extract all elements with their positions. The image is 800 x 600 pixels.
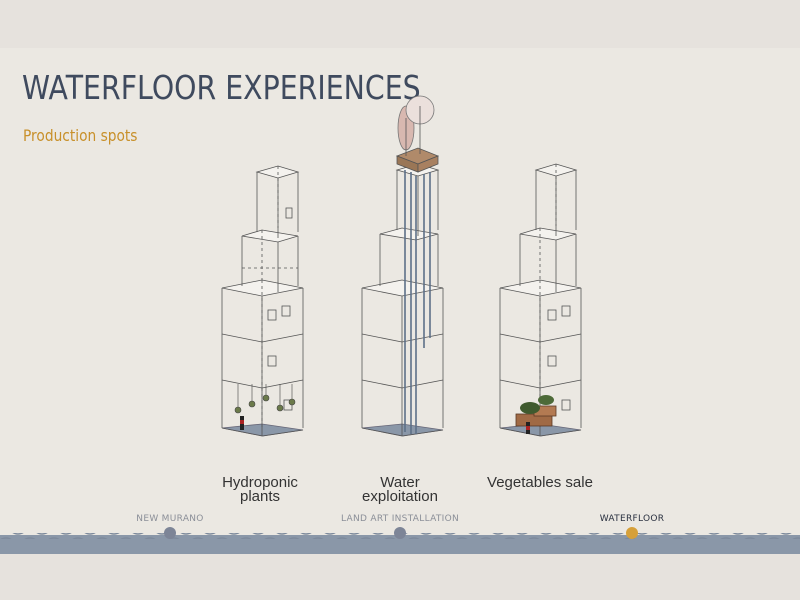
nav-dot-new-murano[interactable] <box>164 527 176 539</box>
caption-vegetables: Vegetables sale <box>487 474 593 491</box>
nav-dot-land-art[interactable] <box>394 527 406 539</box>
nav-label-land-art[interactable]: LAND ART INSTALLATION <box>340 514 460 524</box>
nav-label-new-murano[interactable]: NEW MURANO <box>136 514 204 524</box>
water-band <box>0 535 800 554</box>
nav-dot-waterfloor[interactable] <box>626 527 638 539</box>
nav-label-waterfloor[interactable]: WATERFLOOR <box>599 514 665 524</box>
tower-water <box>361 95 444 437</box>
tower-vegetables <box>499 163 582 437</box>
caption-hydroponic: Hydroponic plants <box>222 474 298 505</box>
caption-water: Water exploitation <box>362 474 438 505</box>
tower-hydroponic <box>221 165 304 437</box>
slide-title: WATERFLOOR EXPERIENCES <box>22 68 421 107</box>
slide-subtitle: Production spots <box>23 126 138 145</box>
slide: WATERFLOOR EXPERIENCES Production spots <box>0 48 800 554</box>
